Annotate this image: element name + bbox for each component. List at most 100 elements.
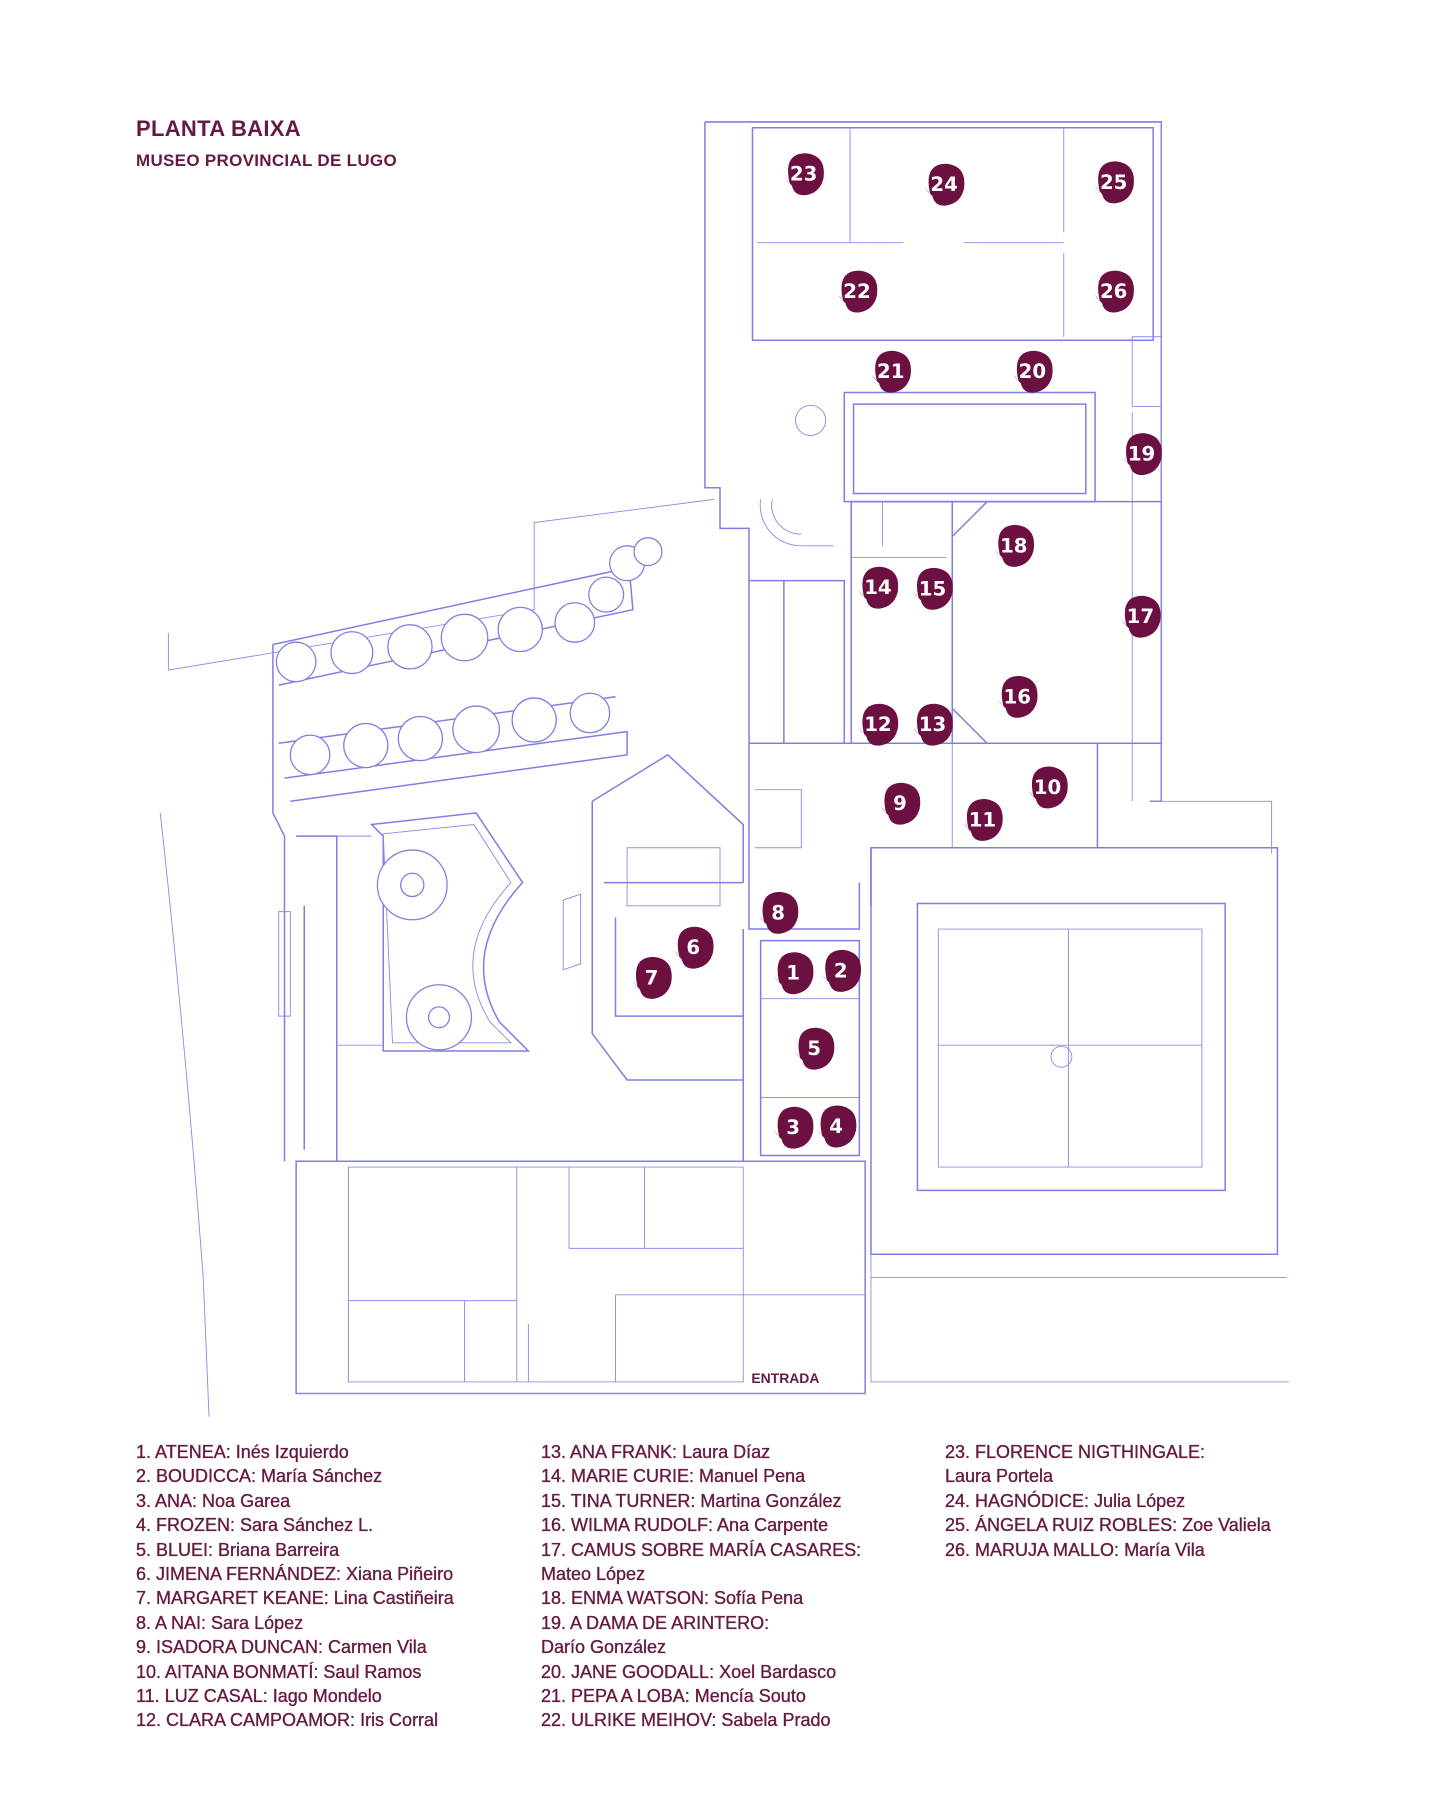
legend-item: 16. WILMA RUDOLF: Ana Carpente (541, 1513, 861, 1537)
legend-title: 26. MARUJA MALLO: (945, 1539, 1125, 1560)
legend-author: Julia López (1094, 1490, 1186, 1511)
marker-13[interactable]: 13 (912, 703, 953, 746)
head-silhouette-icon (673, 926, 714, 969)
plan-outlines (159, 121, 1290, 1417)
legend-title: 1. ATENEA: (136, 1442, 236, 1462)
marker-11[interactable]: 11 (962, 798, 1003, 841)
head-silhouette-icon (773, 952, 814, 995)
marker-15[interactable]: 15 (912, 567, 953, 610)
marker-number: 11 (969, 808, 996, 831)
head-silhouette-icon (1093, 270, 1134, 313)
legend-title: 8. A NAI: (136, 1612, 212, 1633)
marker-14[interactable]: 14 (858, 566, 899, 609)
legend-title: 4. FROZEN: (136, 1515, 241, 1536)
legend-title: 23. FLORENCE NIGTHINGALE: (945, 1442, 1206, 1462)
marker-20[interactable]: 20 (1012, 350, 1053, 393)
marker-22[interactable]: 22 (837, 270, 878, 313)
legend-item: 7. MARGARET KEANE: Lina Castiñeira (136, 1586, 454, 1610)
head-silhouette-icon (858, 566, 899, 609)
marker-1[interactable]: 1 (773, 952, 814, 995)
legend-item: 10. AITANA BONMATÍ: Saul Ramos (136, 1660, 454, 1684)
marker-2[interactable]: 2 (821, 949, 862, 992)
legend-author: Sabela Prado (721, 1710, 831, 1731)
legend-title: 16. WILMA RUDOLF: (541, 1515, 718, 1536)
marker-number: 26 (1100, 280, 1127, 303)
marker-number: 13 (919, 713, 946, 736)
head-silhouette-icon (870, 350, 911, 393)
legend-title: 17. CAMUS SOBRE MARÍA CASARES: (541, 1539, 862, 1560)
head-silhouette-icon (924, 163, 965, 206)
legend-title: 11. LUZ CASAL: (136, 1686, 273, 1707)
marker-6[interactable]: 6 (673, 926, 714, 969)
marker-number: 14 (864, 576, 891, 599)
marker-number: 5 (807, 1037, 821, 1060)
marker-21[interactable]: 21 (870, 350, 911, 393)
legend-item: 2. BOUDICCA: María Sánchez (136, 1464, 454, 1488)
legend-author: Briana Barreira (218, 1539, 340, 1560)
legend-item: 13. ANA FRANK: Laura Díaz (541, 1440, 861, 1464)
legend-author: Sofía Pena (714, 1588, 804, 1609)
head-silhouette-icon (997, 675, 1038, 718)
marker-number: 12 (864, 713, 891, 736)
legend-author: Mateo López (541, 1564, 646, 1585)
legend-author: Mencía Souto (694, 1686, 806, 1707)
head-silhouette-icon (758, 891, 799, 934)
marker-number: 16 (1004, 685, 1031, 708)
marker-3[interactable]: 3 (773, 1106, 814, 1149)
legend-item: 8. A NAI: Sara López (136, 1611, 454, 1635)
legend-author: Martina González (700, 1490, 842, 1511)
legend-title: 22. ULRIKE MEIHOV: (541, 1710, 722, 1731)
garden-trees (275, 537, 663, 1051)
head-silhouette-icon (1121, 433, 1162, 476)
marker-number: 7 (645, 966, 659, 989)
legend-author: Inés Izquierdo (235, 1442, 349, 1462)
legend-item: 4. FROZEN: Sara Sánchez L. (136, 1513, 454, 1537)
marker-number: 25 (1100, 171, 1127, 194)
head-silhouette-icon (1093, 161, 1134, 204)
legend-title: 20. JANE GOODALL: (541, 1661, 720, 1682)
marker-26[interactable]: 26 (1093, 270, 1134, 313)
marker-23[interactable]: 23 (783, 153, 824, 196)
marker-10[interactable]: 10 (1027, 766, 1068, 809)
legend-item: 6. JIMENA FERNÁNDEZ: Xiana Piñeiro (136, 1562, 454, 1586)
marker-16[interactable]: 16 (997, 675, 1038, 718)
legend-title: 6. JIMENA FERNÁNDEZ: (136, 1564, 347, 1585)
marker-7[interactable]: 7 (631, 956, 672, 999)
legend-title: 5. BLUEI: (136, 1539, 219, 1560)
page-title: PLANTA BAIXA (136, 116, 301, 141)
legend-author: Zoe Valiela (1182, 1515, 1271, 1536)
legend-author: Laura Portela (945, 1466, 1054, 1487)
legend-item: 12. CLARA CAMPOAMOR: Iris Corral (136, 1708, 454, 1732)
legend-author: Manuel Pena (699, 1466, 806, 1487)
legend-item: 1. ATENEA: Inés Izquierdo (136, 1440, 454, 1464)
legend-author: Xoel Bardasco (719, 1661, 837, 1682)
marker-number: 8 (771, 901, 785, 924)
marker-number: 3 (786, 1116, 800, 1139)
legend-item: 3. ANA: Noa Garea (136, 1489, 454, 1513)
marker-25[interactable]: 25 (1093, 161, 1134, 204)
marker-number: 23 (790, 163, 817, 186)
marker-17[interactable]: 17 (1120, 595, 1161, 638)
head-silhouette-icon (912, 567, 953, 610)
marker-8[interactable]: 8 (758, 891, 799, 934)
legend-item: 11. LUZ CASAL: Iago Mondelo (136, 1684, 454, 1708)
marker-number: 17 (1127, 605, 1154, 628)
marker-12[interactable]: 12 (858, 703, 899, 746)
marker-9[interactable]: 9 (880, 782, 921, 825)
legend-item: 26. MARUJA MALLO: María Vila (945, 1538, 1271, 1562)
legend-author: Laura Díaz (682, 1442, 771, 1462)
marker-number: 2 (834, 959, 848, 982)
legend-item: 18. ENMA WATSON: Sofía Pena (541, 1586, 861, 1610)
legend-title: 3. ANA: (136, 1490, 203, 1511)
marker-5[interactable]: 5 (794, 1027, 835, 1070)
legend-item: 17. CAMUS SOBRE MARÍA CASARES: Mateo Lópe… (541, 1538, 861, 1587)
marker-24[interactable]: 24 (924, 163, 965, 206)
head-silhouette-icon (1012, 350, 1053, 393)
marker-19[interactable]: 19 (1121, 433, 1162, 476)
marker-18[interactable]: 18 (994, 524, 1035, 567)
legend-item: 9. ISADORA DUNCAN: Carmen Vila (136, 1635, 454, 1659)
marker-4[interactable]: 4 (816, 1105, 857, 1148)
